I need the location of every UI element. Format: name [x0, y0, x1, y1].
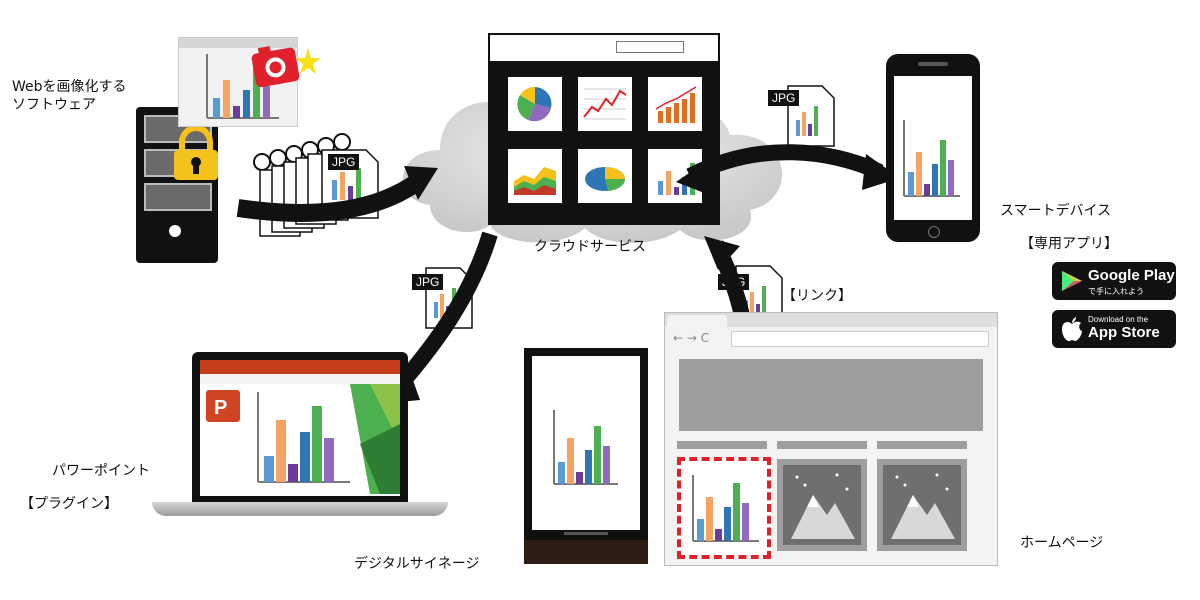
- clock-icon: [253, 133, 351, 171]
- powerpoint-label: パワーポイント: [52, 463, 150, 479]
- bar-chart-icon: [692, 475, 759, 542]
- app-store-badge[interactable]: Download on the App Store: [1052, 310, 1176, 348]
- web-software-label-line2: ソフトウェア: [12, 97, 96, 113]
- web-software-label-line1: Webを画像化する: [12, 79, 127, 95]
- google-play-icon: [1062, 271, 1082, 291]
- mountain-icon: [783, 465, 861, 545]
- thumb-pie: [508, 77, 562, 131]
- thumb-area: [508, 149, 562, 203]
- digital-signage: [524, 348, 648, 564]
- thumb-pie3d: [578, 149, 632, 203]
- bar-chart-icon: [903, 120, 960, 197]
- signage-label: デジタルサイネージ: [354, 556, 480, 572]
- jpg-badge-3: JPG: [412, 274, 444, 290]
- image-placeholder[interactable]: [877, 459, 967, 551]
- cloud-service-label: クラウドサービス: [534, 239, 646, 255]
- powerpoint-icon: P: [206, 390, 240, 422]
- svg-text:P: P: [214, 397, 227, 419]
- jpg-badge-2: JPG: [768, 90, 800, 106]
- app-label: 【専用アプリ】: [1020, 236, 1118, 252]
- plugin-label: 【プラグイン】: [20, 496, 118, 512]
- laptop-base: [152, 502, 448, 516]
- file-icon: [787, 85, 835, 147]
- bar-chart-icon: [206, 54, 279, 119]
- link-label: 【リンク】: [782, 288, 852, 304]
- smartphone: [886, 54, 980, 242]
- browser-nav-icons: ← → C: [673, 331, 710, 345]
- mountain-icon: [883, 465, 961, 545]
- thumb-bar-up: [648, 77, 702, 131]
- camera-icon: [251, 46, 321, 88]
- smart-device-label: スマートデバイス: [1000, 203, 1112, 219]
- image-placeholder[interactable]: [777, 459, 867, 551]
- cloud-service-panel: [488, 33, 720, 225]
- lock-icon: [174, 125, 218, 180]
- homepage-browser: ← → C: [664, 312, 998, 566]
- address-bar[interactable]: [731, 331, 989, 347]
- thumb-line: [578, 77, 632, 131]
- laptop: P: [192, 352, 408, 502]
- google-play-badge[interactable]: Google Play で手に入れよう: [1052, 262, 1176, 300]
- slide-art: [257, 384, 400, 494]
- apple-icon: [1062, 317, 1082, 341]
- bar-chart-icon: [553, 410, 618, 485]
- jpg-badge-1: JPG: [328, 154, 360, 170]
- homepage-label: ホームページ: [1020, 535, 1104, 551]
- chart-card[interactable]: [677, 457, 771, 559]
